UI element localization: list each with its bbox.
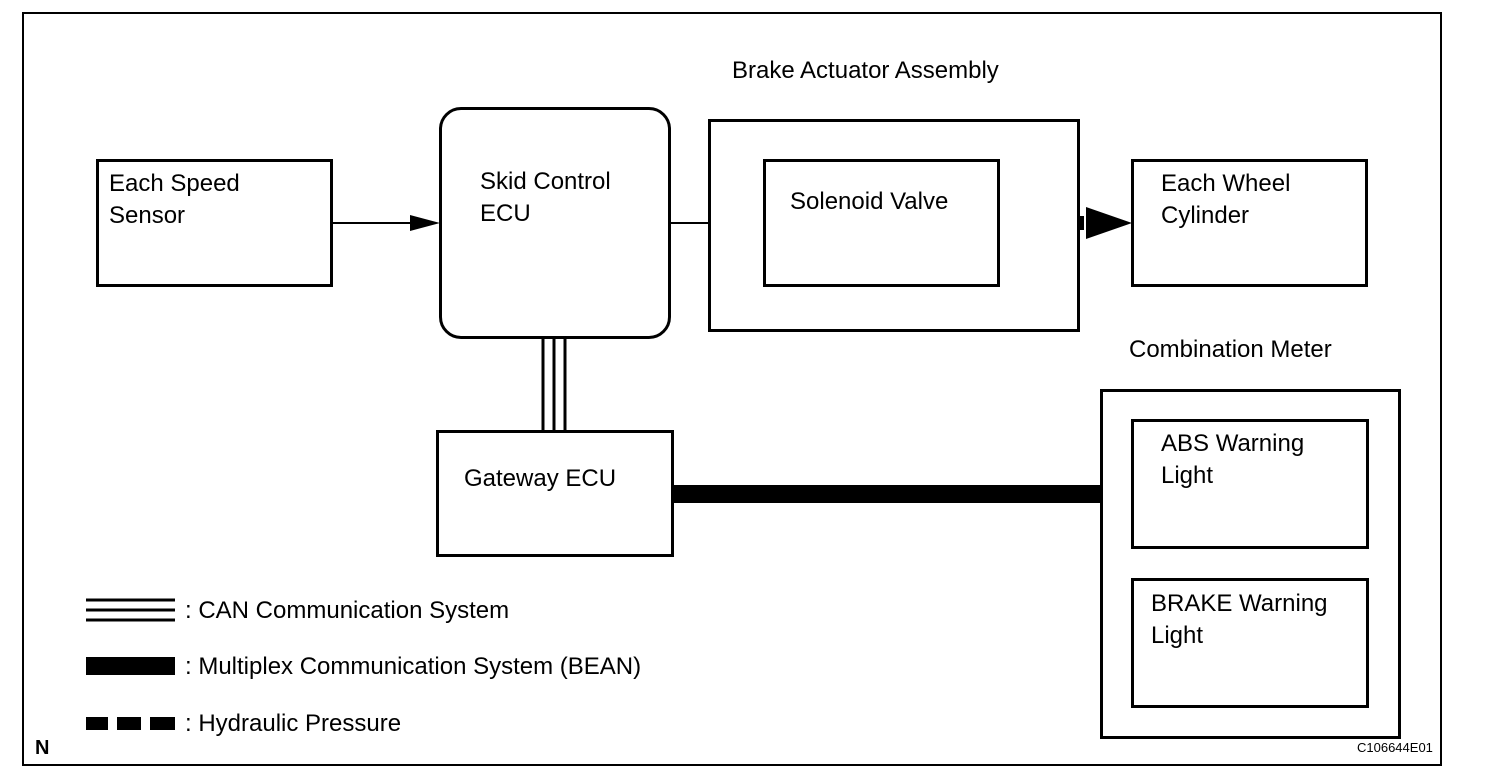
legend-can-label: : CAN Communication System	[185, 597, 510, 624]
can-bus-line	[541, 338, 567, 432]
legend-can-symbol	[86, 598, 175, 622]
speed-sensor-block: Each Speed Sensor	[96, 159, 333, 287]
brake-warning-light-label: BRAKE Warning Light	[1151, 590, 1328, 649]
diagram-frame	[22, 12, 1442, 766]
gateway-ecu-block: Gateway ECU	[436, 430, 674, 557]
wheel-cylinder-block: Each Wheel Cylinder	[1131, 159, 1368, 287]
brake-warning-light-block: BRAKE Warning Light	[1131, 578, 1369, 708]
arrow-sensor-to-ecu	[333, 215, 440, 231]
solenoid-valve-label: Solenoid Valve	[790, 188, 949, 215]
skid-control-ecu-label: Skid Control ECU	[480, 168, 611, 227]
figure-code: C106644E01	[1357, 740, 1433, 755]
skid-control-ecu-block: Skid Control ECU	[439, 107, 671, 339]
legend-bean-label: : Multiplex Communication System (BEAN)	[185, 653, 642, 680]
gateway-ecu-label: Gateway ECU	[464, 465, 617, 492]
legend-hydraulic-label: : Hydraulic Pressure	[185, 710, 402, 737]
combination-meter-caption: Combination Meter	[1129, 336, 1332, 363]
brake-actuator-caption: Brake Actuator Assembly	[732, 57, 999, 84]
legend-hydraulic-symbol	[86, 717, 175, 730]
abs-warning-light-block: ABS Warning Light	[1131, 419, 1369, 549]
legend-bean-symbol	[86, 657, 175, 675]
speed-sensor-label: Each Speed Sensor	[109, 170, 240, 229]
north-mark: N	[35, 737, 50, 759]
bean-bus-line	[672, 485, 1103, 503]
abs-warning-light-label: ABS Warning Light	[1161, 430, 1305, 489]
solenoid-valve-block: Solenoid Valve	[763, 159, 1000, 287]
wheel-cylinder-label: Each Wheel Cylinder	[1161, 170, 1291, 229]
